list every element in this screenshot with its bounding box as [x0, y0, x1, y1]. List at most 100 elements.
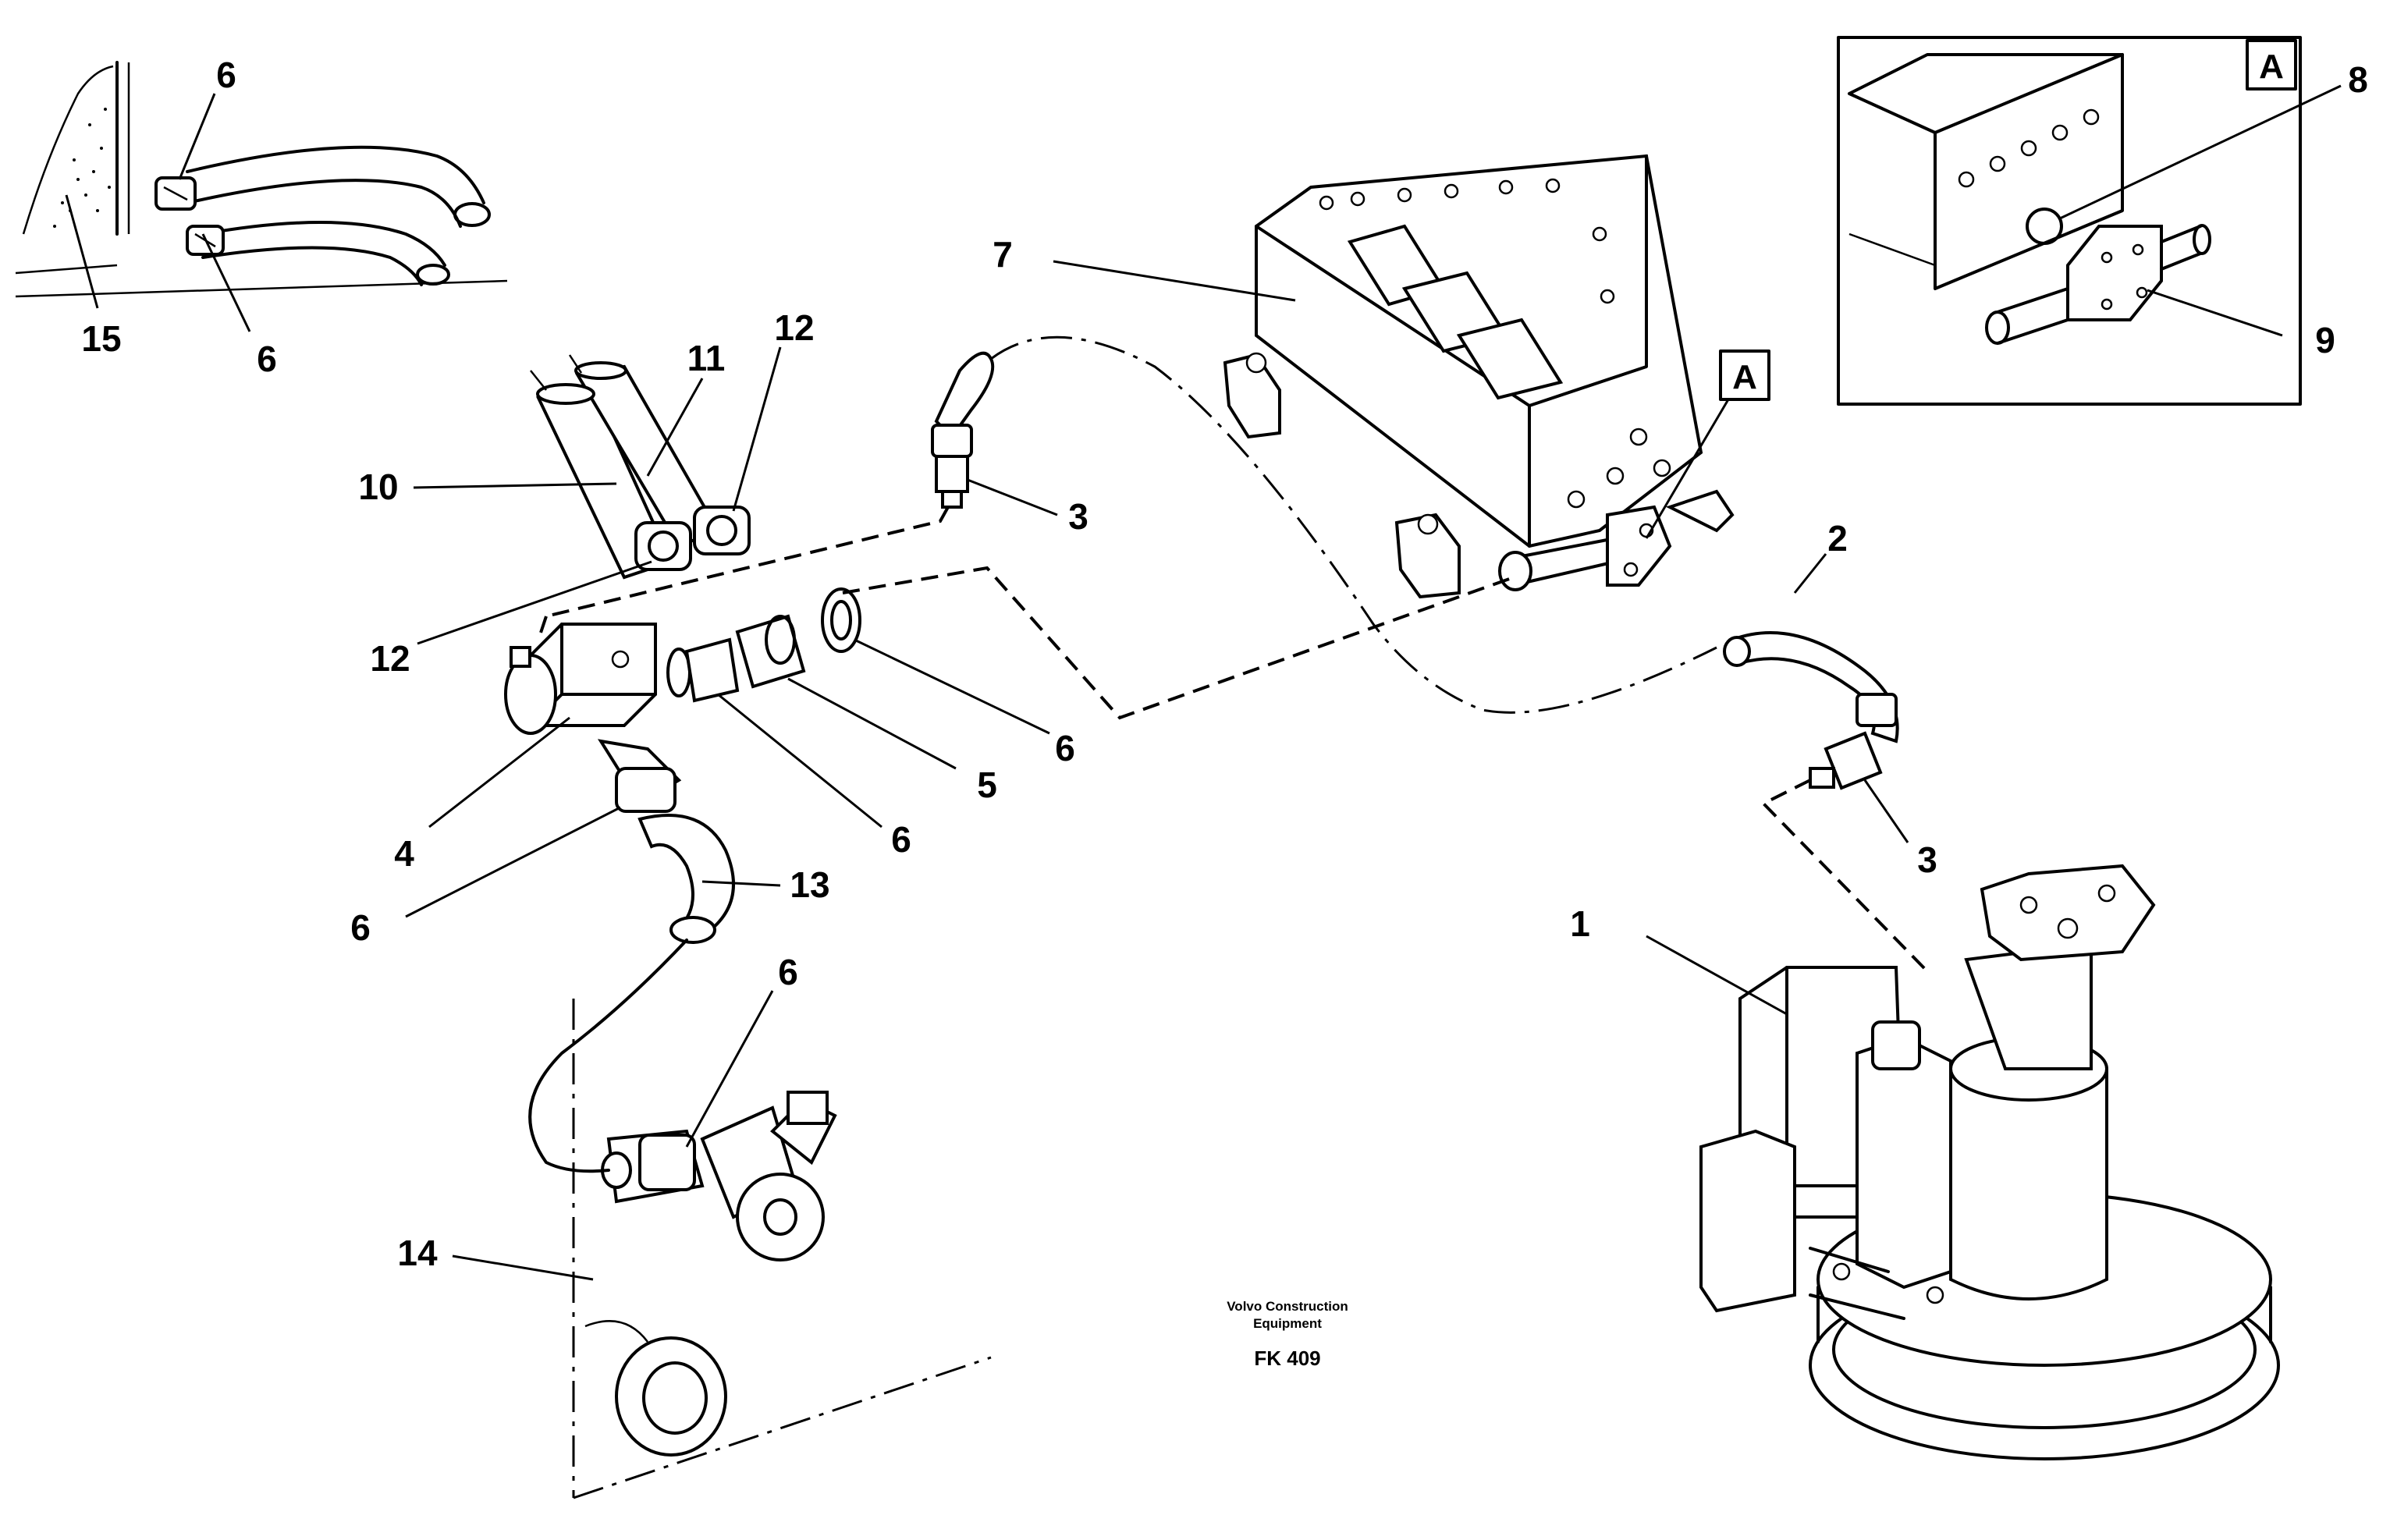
control-valve-7: A 7 — [993, 154, 1770, 599]
leader-13 — [701, 880, 781, 887]
hose-lower — [201, 221, 446, 267]
leader-8 — [2059, 84, 2342, 220]
leader-6a — [178, 93, 216, 180]
detail-port — [2083, 108, 2100, 126]
callout-9: 9 — [2315, 320, 2335, 360]
callout-12a: 12 — [774, 307, 814, 348]
detail-frame — [1837, 36, 2302, 406]
connection-lines — [528, 335, 1929, 1173]
hose-clamp-6c — [684, 637, 740, 703]
adapter-nipple — [1809, 767, 1835, 789]
mount-bracket — [1809, 1247, 1905, 1320]
pump-connection-14: 6 14 — [397, 952, 992, 1499]
leader-15 — [65, 194, 99, 309]
tank-connection: 6 6 15 — [15, 55, 508, 379]
detail-pipe-left — [1996, 287, 2069, 345]
callout-10: 10 — [358, 467, 398, 507]
detail-block-edge — [1934, 53, 2124, 134]
callout-6a: 6 — [216, 55, 236, 95]
tank-mesh-dots — [53, 108, 111, 228]
callout-6d: 6 — [1055, 728, 1075, 768]
hose-11-tail — [568, 354, 583, 374]
leader-3a — [967, 478, 1058, 516]
caption-line1: Volvo Construction — [1227, 1299, 1348, 1314]
hose-end — [453, 202, 491, 227]
clamp-screw — [706, 515, 737, 546]
detail-pipe-end — [2193, 224, 2211, 255]
detail-port — [2020, 140, 2037, 157]
hose-upper — [186, 179, 462, 228]
valve-outlet-pipe — [1512, 537, 1617, 587]
detail-pipe-right — [2160, 225, 2202, 271]
leader-2 — [1793, 553, 1827, 594]
line-manifold-stub — [537, 616, 548, 640]
pump-port — [615, 1336, 727, 1457]
detail-bolt — [2136, 286, 2148, 299]
callout-6f: 6 — [778, 952, 798, 992]
hex-nut — [1824, 731, 1883, 790]
solenoid-box — [1699, 1129, 1796, 1313]
bracket-bolt — [1832, 1262, 1851, 1281]
frame-line — [15, 264, 118, 275]
callout-4: 4 — [394, 833, 414, 874]
hose-13-end — [669, 916, 716, 944]
valve-section — [1456, 318, 1564, 400]
valve-ports — [1319, 178, 1671, 509]
leader-9 — [2147, 289, 2283, 337]
pump-port-inner — [642, 1361, 708, 1435]
leader-5 — [787, 677, 957, 770]
leader-3b — [1863, 779, 1909, 843]
valve-flange — [1606, 505, 1672, 587]
line-manifold-to-valve — [842, 566, 1515, 720]
manifold-assembly: 10 11 12 12 4 6 13 6 5 6 — [350, 307, 1075, 948]
hose-lower — [201, 246, 423, 286]
manifold-port — [611, 650, 630, 669]
control-valve — [1856, 1035, 1952, 1290]
valve-mount — [1394, 513, 1461, 599]
leader-12b — [417, 560, 652, 645]
callout-5: 5 — [977, 765, 997, 805]
suction-flange — [736, 1173, 825, 1261]
control-cap — [1871, 1020, 1921, 1070]
line-13-to-suction — [528, 939, 688, 1173]
detail-o-ring — [2026, 208, 2063, 245]
detail-port — [1989, 155, 2006, 172]
hose-5-end — [765, 615, 796, 665]
valve-edge — [1528, 154, 1648, 407]
hex-nut — [935, 455, 969, 493]
leader-6c — [717, 693, 882, 829]
leader-10 — [413, 482, 617, 489]
hose-upper — [186, 145, 485, 204]
hose-ferrule — [931, 424, 973, 458]
detail-port — [1958, 171, 1975, 188]
leader-6d — [854, 638, 1050, 735]
hose-2-assembly: 2 3 — [1723, 518, 1937, 880]
leader-7 — [1053, 260, 1296, 302]
motor-cylinder — [1949, 1069, 2108, 1300]
port-bolt — [2019, 896, 2038, 914]
pump-outline — [573, 1356, 992, 1499]
mount-bolt — [1417, 513, 1439, 535]
detail-view-a: A 8 9 — [1837, 36, 2368, 406]
callout-3b: 3 — [1917, 839, 1937, 880]
callout-6e: 6 — [350, 907, 371, 948]
callout-15: 15 — [81, 318, 121, 359]
callout-8: 8 — [2348, 59, 2368, 100]
suction-flange-bore — [763, 1198, 797, 1236]
line-3b-to-motor — [1760, 779, 1929, 973]
leader-6e — [405, 806, 621, 918]
leader-14 — [452, 1254, 594, 1281]
leader-11 — [646, 378, 704, 477]
callout-14: 14 — [397, 1233, 438, 1273]
line-3a-to-manifold — [545, 506, 950, 618]
hose-end-fitting — [934, 351, 995, 440]
manifold-nipple — [510, 646, 531, 668]
detail-floor-line — [1848, 232, 1936, 267]
callout-6b: 6 — [257, 339, 277, 379]
detail-marker-leader — [1645, 399, 1730, 539]
motor-port-flange — [1980, 864, 2156, 962]
callout-13: 13 — [790, 864, 829, 905]
leader-4 — [428, 716, 570, 829]
detail-bolt — [2101, 298, 2113, 310]
